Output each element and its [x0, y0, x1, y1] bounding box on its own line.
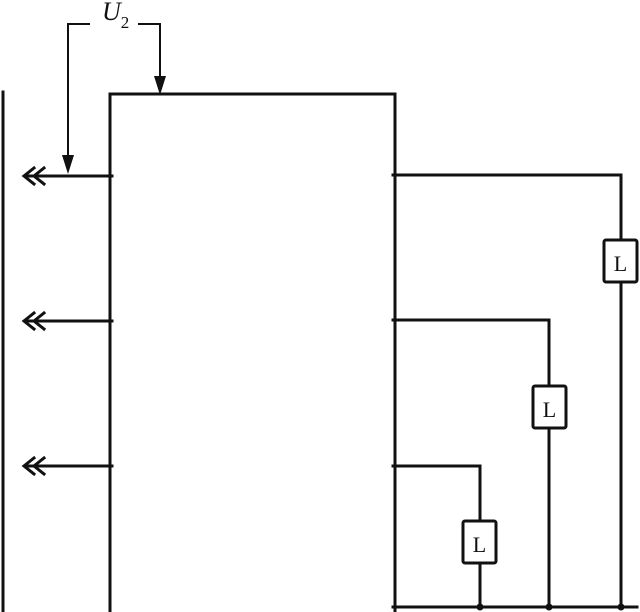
output-line-2: [21, 310, 114, 332]
plug-icon: [21, 165, 37, 187]
plug-icon: [31, 455, 47, 477]
plug-icon: [21, 455, 37, 477]
load-branch-2: [391, 318, 551, 609]
plug-icon: [31, 165, 47, 187]
plug-icon: [31, 310, 47, 332]
load-box-2: L: [531, 384, 568, 430]
load-label: L: [543, 397, 556, 422]
device-block: [108, 92, 397, 612]
load-box-1: L: [602, 238, 639, 284]
load-box-3: L: [461, 519, 498, 565]
junction-dot: [476, 603, 484, 611]
arrowhead-down-top: [154, 76, 166, 95]
plug-icon: [21, 310, 37, 332]
load-branch-1: [391, 173, 623, 609]
voltage-bracket: [62, 23, 166, 174]
load-label: L: [614, 251, 627, 276]
junction-dot: [545, 603, 553, 611]
junction-dot: [617, 603, 625, 611]
output-line-1: [21, 165, 114, 187]
arrowhead-down-left: [62, 155, 74, 174]
load-label: L: [473, 532, 486, 557]
voltage-label: U2: [102, 0, 129, 32]
output-line-3: [21, 455, 114, 477]
